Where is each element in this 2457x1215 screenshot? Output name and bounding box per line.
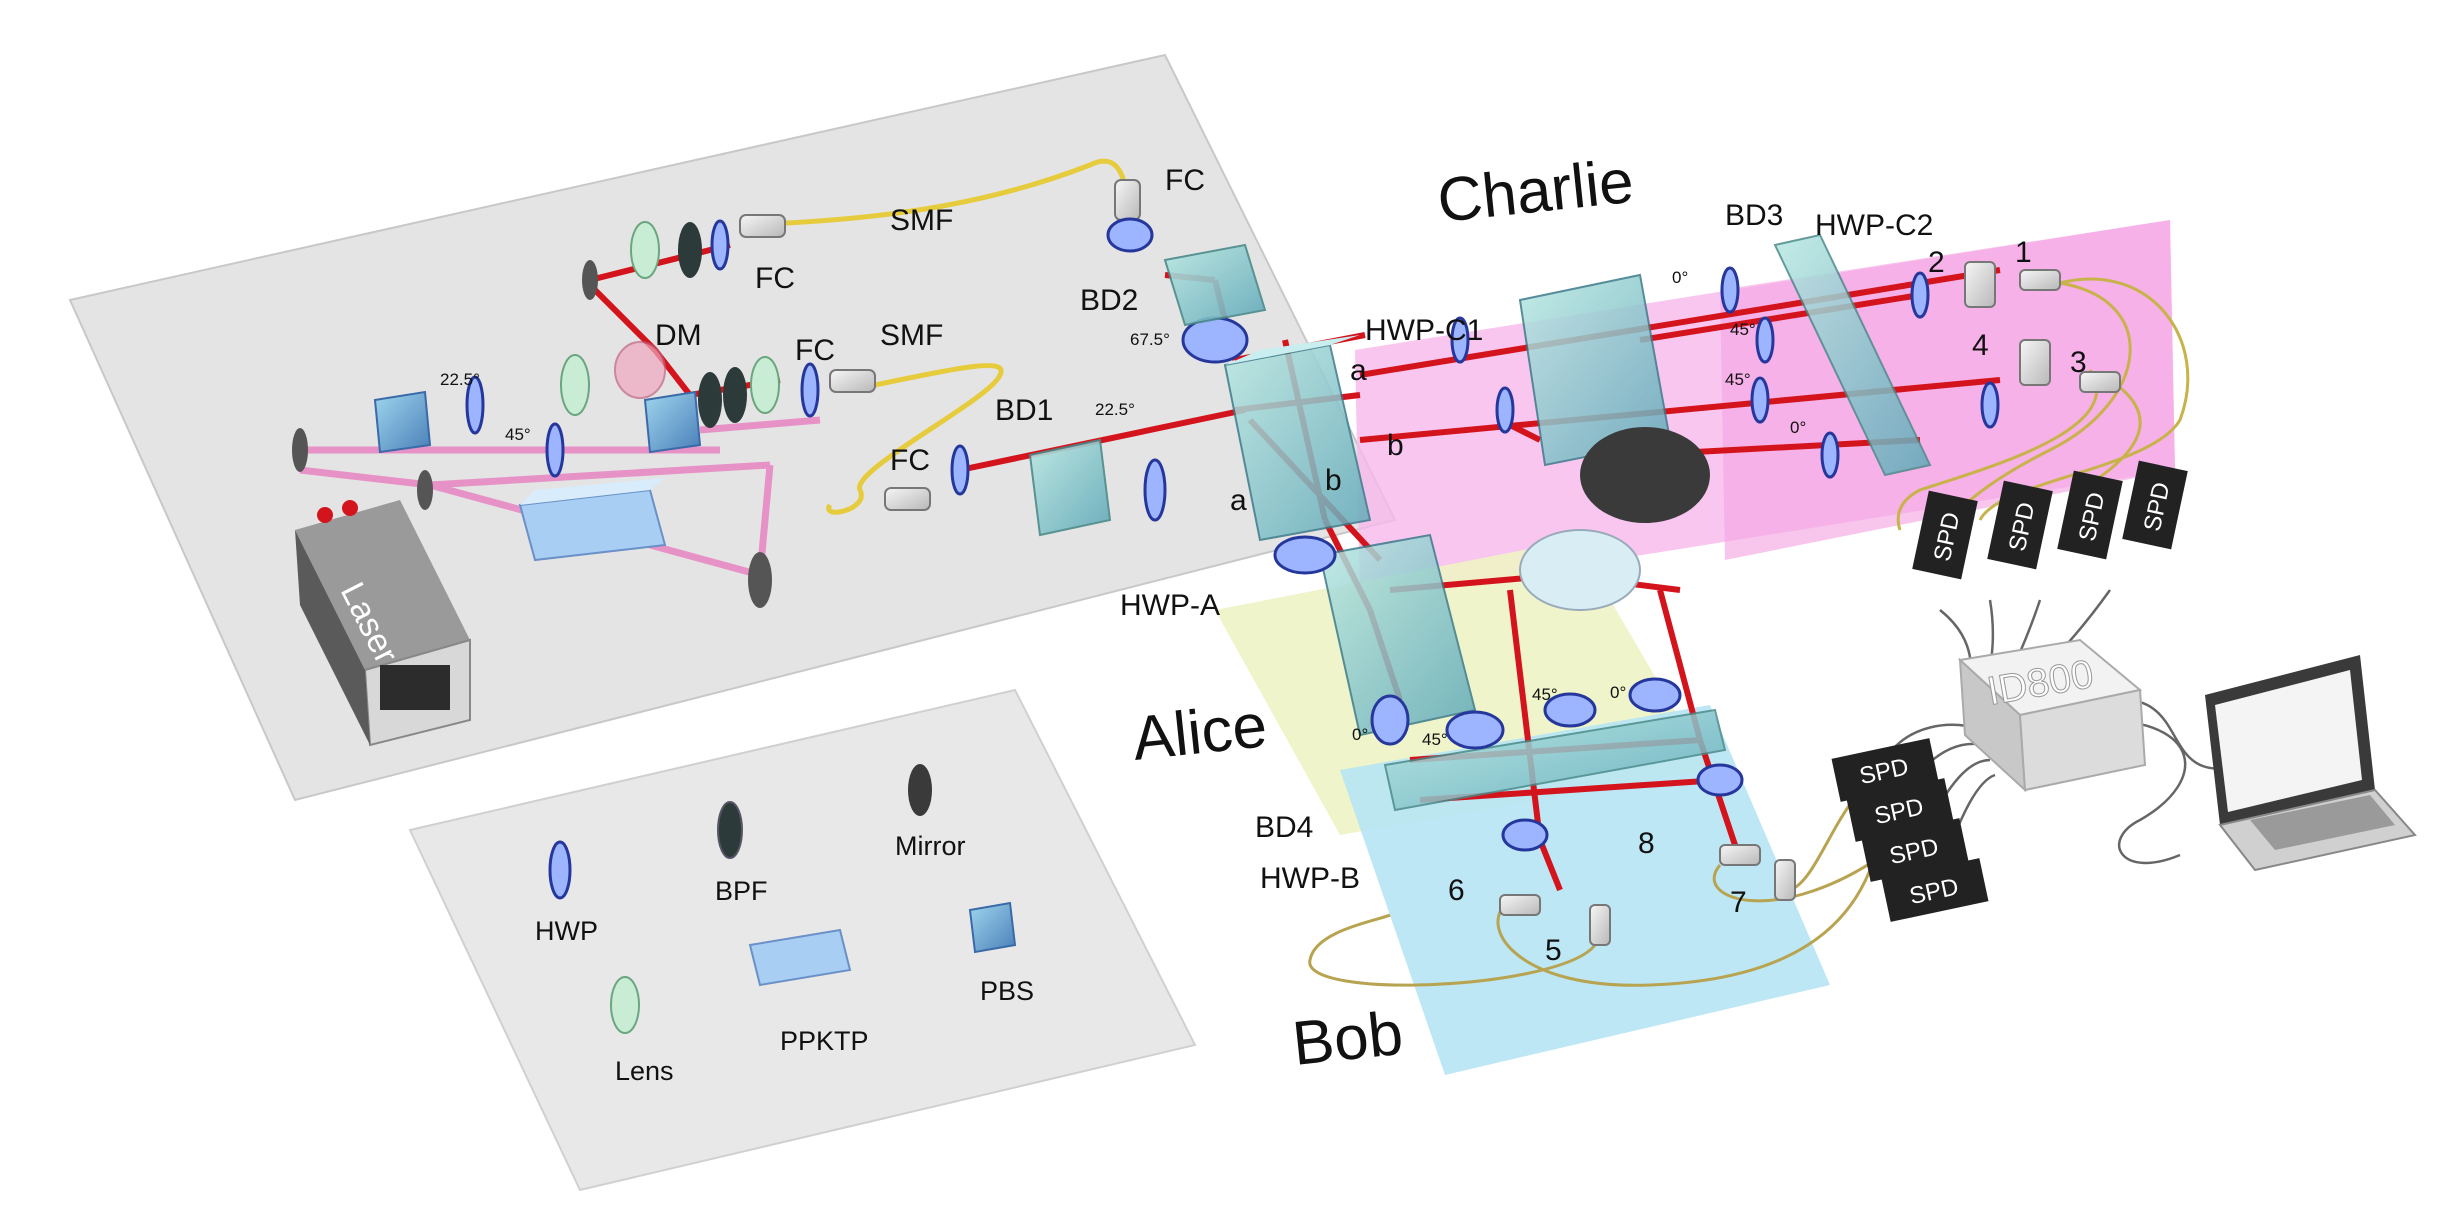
detector-5: 5 [1545,934,1562,967]
beam-displacer-bd4 [1383,708,1727,812]
label-bd1: BD1 [995,394,1053,427]
id800-box: ID800 [1957,638,2147,793]
fiber-bob-6 [1496,869,1872,987]
beam-displacer-bd2 [1163,243,1267,327]
beam-displacer-bd3 [1773,233,1932,477]
label-hwp-c2: HWP-C2 [1815,209,1933,242]
legend-bpf-label: BPF [715,876,768,906]
lenses-source [560,221,780,416]
detector-4: 4 [1972,329,1989,362]
angle-0-alice: 0° [1610,683,1626,702]
label-path-a-2: a [1230,484,1247,517]
legend-mirror-label: Mirror [895,831,965,861]
legend-hwp-label: HWP [535,916,598,946]
label-path-a-1: a [1350,354,1367,387]
label-fc-2: FC [1165,164,1205,197]
label-smf-2: SMF [880,319,943,352]
label-bob: Bob [1289,999,1406,1079]
angle-22-5-a: 22.5° [440,370,480,389]
angle-67-5: 67.5° [1130,330,1170,349]
hwp-charlie-alice-bob [1273,266,2000,852]
legend-mirror-icon [908,764,932,816]
fiber-bob-5 [1308,913,1597,987]
fiber-couplers-source [739,179,1141,511]
label-charlie: Charlie [1434,147,1637,236]
legend-hwp-icon [548,840,572,900]
label-path-b-2: b [1325,464,1342,497]
fiber-smf-lower [826,363,1004,515]
detector-2: 2 [1928,246,1945,279]
fiber-couplers-detectors [1499,261,2121,946]
label-bd3: BD3 [1725,199,1783,232]
label-hwp-c1: HWP-C1 [1365,314,1483,347]
detector-3: 3 [2070,346,2087,379]
legend-lens-label: Lens [615,1056,674,1086]
label-fc-1: FC [755,262,795,295]
pbs-central [1223,335,1372,542]
label-hwp-a: HWP-A [1120,589,1220,622]
legend: HWP BPF Mirror Lens PPKTP PBS [535,764,1034,1086]
label-alice: Alice [1129,691,1270,774]
angle-0-c1: 0° [1672,268,1688,287]
fiber-smf-upper [739,158,1128,228]
dichroic-mirror [614,341,666,399]
angle-45-alice: 45° [1532,685,1558,704]
mirrors-source [292,260,772,608]
label-fc-4: FC [890,444,930,477]
label-smf-1: SMF [890,204,953,237]
legend-bpf-icon [717,801,743,859]
spd-alice-bob-group: SPD SPD SPD SPD [1831,738,1989,922]
angle-0-c2: 0° [1790,418,1806,437]
mirror-charlie [1580,427,1710,523]
fiber-charlie-2 [1943,281,2132,531]
angle-45-c1: 45° [1730,320,1756,339]
legend-pbs-label: PBS [980,976,1034,1006]
legend-pbs-icon [968,901,1017,954]
bpf-filters [678,222,747,428]
laptop-computer [2205,655,2417,872]
label-bd4: BD4 [1255,811,1313,844]
angle-45-bob: 45° [1422,730,1448,749]
detector-6: 6 [1448,874,1465,907]
spd-charlie-group: SPD SPD SPD SPD [1912,460,2188,580]
detector-7: 7 [1730,886,1747,919]
label-dm: DM [655,319,702,352]
angle-22-5-b: 22.5° [1095,400,1135,419]
angle-45-c2: 45° [1725,370,1751,389]
pbs-alice [1318,533,1477,737]
label-bd2: BD2 [1080,284,1138,317]
detector-1: 1 [2015,236,2032,269]
angle-0-bob: 0° [1352,725,1368,744]
legend-lens-icon [610,976,640,1034]
fiber-bob-8 [1712,848,1891,903]
label-path-b-1: b [1387,429,1404,462]
beam-displacer-bd1 [1028,438,1112,537]
hwp-source [465,217,1249,522]
detector-8: 8 [1638,827,1655,860]
ppktp-crystal [518,478,667,562]
fiber-charlie-4 [1896,369,2099,531]
legend-ppktp-label: PPKTP [780,1026,869,1056]
legend-ppktp-icon [748,928,852,987]
angle-45-a: 45° [505,425,531,444]
mirror-alice [1519,529,1641,611]
label-hwp-b: HWP-B [1260,862,1360,895]
pbs-cube-pump [373,390,702,454]
label-fc-3: FC [795,334,835,367]
laser: Laser [295,500,471,747]
